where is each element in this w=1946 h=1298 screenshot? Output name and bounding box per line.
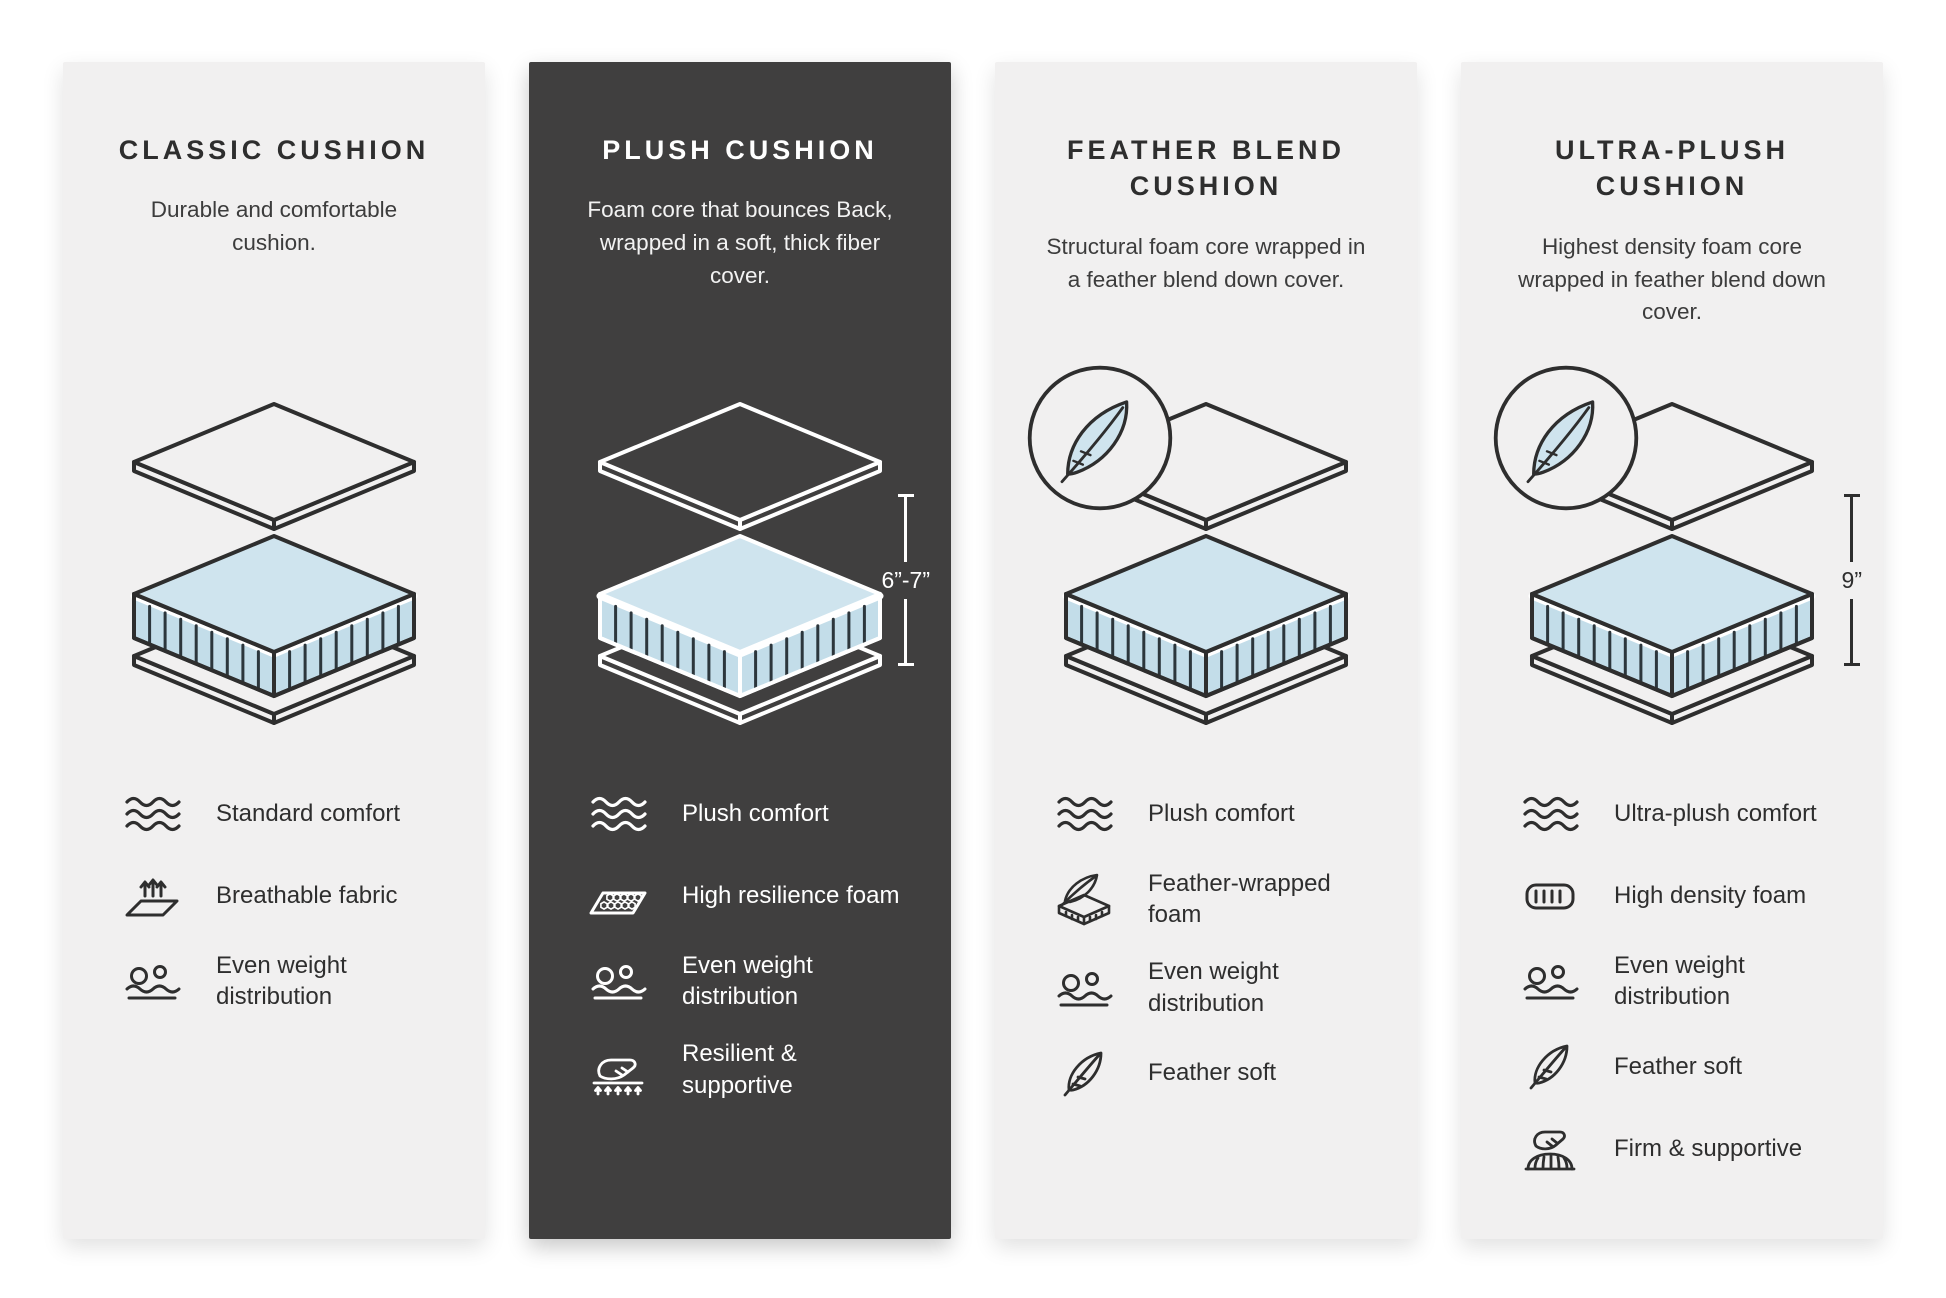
card-header: PLUSH CUSHION Foam core that bounces Bac…: [569, 132, 911, 382]
feather-badge-icon: [1493, 365, 1639, 511]
feature-label: Resilient & supportive: [682, 1040, 797, 1099]
cushion-card-feather-blend: FEATHER BLEND CUSHION Structural foam co…: [995, 62, 1417, 1239]
feature-row: Feather soft: [1052, 1045, 1377, 1101]
feature-list: Plush comfort High resilience foam Even …: [569, 786, 911, 1101]
card-title: CLASSIC CUSHION: [118, 135, 430, 165]
feather-badge: [1490, 362, 1642, 514]
dimension-cap-top: [1843, 494, 1860, 497]
dimension-line: [904, 497, 908, 562]
cushion-layers-diagram: 6”-7”: [570, 390, 930, 770]
high-density-foam-icon: [1518, 868, 1582, 924]
feature-row: Even weight distribution: [120, 950, 445, 1012]
feature-row: High resilience foam: [586, 868, 911, 924]
feature-list: Plush comfort Feather-wrapped foam Even …: [1035, 786, 1377, 1101]
feature-row: Even weight distribution: [1518, 950, 1843, 1012]
feature-label: High resilience foam: [682, 882, 900, 910]
feather-wrapped-foam-icon: [1052, 871, 1116, 927]
dimension-label: 6”-7”: [881, 566, 930, 593]
breathable-fabric-icon: [120, 868, 184, 924]
feature-label: Feather-wrapped foam: [1148, 870, 1331, 929]
feature-label: Feather soft: [1148, 1059, 1277, 1087]
card-title: FEATHER BLEND CUSHION: [1067, 135, 1345, 202]
feather-badge: [1024, 362, 1176, 514]
feature-label: High density foam: [1614, 882, 1807, 910]
card-header: CLASSIC CUSHION Durable and comfortable …: [103, 132, 445, 382]
card-description: Highest density foam core wrapped in fea…: [1518, 233, 1826, 325]
cushion-layers-diagram: [1027, 365, 1376, 770]
feature-row: Feather-wrapped foam: [1052, 868, 1377, 930]
feather-badge-icon: [1027, 365, 1173, 511]
even-weight-distribution-icon: [1052, 960, 1116, 1016]
cushion-card-classic: CLASSIC CUSHION Durable and comfortable …: [63, 62, 485, 1239]
feature-label: Even weight distribution: [216, 952, 347, 1011]
feature-row: Feather soft: [1518, 1038, 1843, 1094]
feature-label: Plush comfort: [1148, 800, 1295, 828]
dimension-label: 9”: [1841, 566, 1862, 593]
dimension-marker: 9”: [1842, 494, 1862, 666]
dimension-line: [1850, 598, 1854, 663]
feature-label: Even weight distribution: [1148, 958, 1279, 1017]
cushion-card-ultra-plush: ULTRA-PLUSH CUSHION Highest density foam…: [1461, 62, 1883, 1239]
layered-cushion-illustration: [130, 402, 418, 725]
even-weight-distribution-icon: [586, 953, 650, 1009]
feature-row: Ultra-plush comfort: [1518, 786, 1843, 842]
card-header: FEATHER BLEND CUSHION Structural foam co…: [1035, 132, 1377, 382]
feature-label: Ultra-plush comfort: [1614, 800, 1817, 828]
cushion-layers-diagram: [104, 390, 444, 770]
dimension-cap-bottom: [897, 663, 914, 666]
feature-row: Plush comfort: [1052, 786, 1377, 842]
feature-row: Breathable fabric: [120, 868, 445, 924]
feature-label: Breathable fabric: [216, 882, 398, 910]
layered-cushion-illustration: [1528, 402, 1816, 725]
feature-list: Ultra-plush comfort High density foam Ev…: [1501, 786, 1843, 1176]
feature-row: Even weight distribution: [586, 950, 911, 1012]
feature-row: Standard comfort: [120, 786, 445, 842]
feather-icon: [1518, 1038, 1582, 1094]
feature-row: High density foam: [1518, 868, 1843, 924]
feature-label: Even weight distribution: [682, 952, 813, 1011]
feature-label: Even weight distribution: [1614, 952, 1745, 1011]
even-weight-distribution-icon: [1518, 953, 1582, 1009]
card-description: Foam core that bounces Back, wrapped in …: [587, 197, 893, 288]
cushion-layers-diagram: 9”: [1493, 365, 1862, 770]
dimension-line: [1850, 497, 1854, 562]
dimension-cap-bottom: [1843, 663, 1860, 666]
waves-comfort-icon: [1518, 786, 1582, 842]
feature-label: Firm & supportive: [1614, 1134, 1803, 1162]
cushion-card-plush: PLUSH CUSHION Foam core that bounces Bac…: [529, 62, 951, 1239]
waves-comfort-icon: [586, 786, 650, 842]
even-weight-distribution-icon: [120, 953, 184, 1009]
firm-supportive-hand-icon: [1518, 1120, 1582, 1176]
dimension-cap-top: [897, 494, 914, 497]
waves-comfort-icon: [1052, 786, 1116, 842]
card-title: ULTRA-PLUSH CUSHION: [1555, 135, 1789, 202]
dimension-line: [904, 598, 908, 663]
feature-list: Standard comfort Breathable fabric Even …: [103, 786, 445, 1012]
resilient-supportive-hand-icon: [586, 1042, 650, 1098]
card-header: ULTRA-PLUSH CUSHION Highest density foam…: [1501, 132, 1843, 382]
card-description: Durable and comfortable cushion.: [150, 197, 398, 256]
feature-row: Resilient & supportive: [586, 1038, 911, 1100]
card-description: Structural foam core wrapped in a feathe…: [1046, 233, 1366, 292]
waves-comfort-icon: [120, 786, 184, 842]
honeycomb-foam-icon: [586, 868, 650, 924]
dimension-marker: 6”-7”: [881, 494, 930, 666]
layered-cushion-illustration: [596, 402, 884, 725]
feature-row: Firm & supportive: [1518, 1120, 1843, 1176]
feature-row: Plush comfort: [586, 786, 911, 842]
feature-label: Plush comfort: [682, 800, 829, 828]
feather-icon: [1052, 1045, 1116, 1101]
feature-label: Standard comfort: [216, 800, 401, 828]
card-title: PLUSH CUSHION: [602, 135, 878, 165]
feature-label: Feather soft: [1614, 1052, 1743, 1080]
feature-row: Even weight distribution: [1052, 956, 1377, 1018]
